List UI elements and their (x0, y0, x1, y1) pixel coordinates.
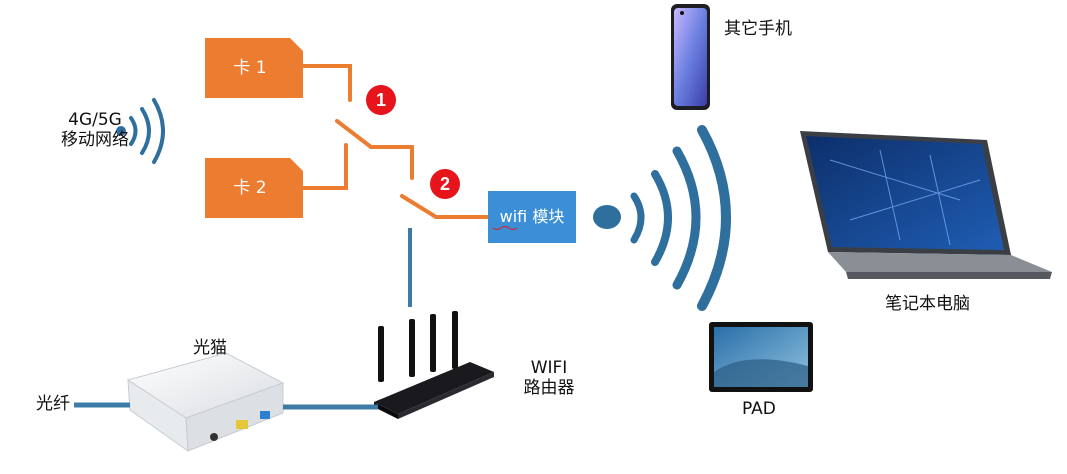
mobile-network-label: 4G/5G 移动网络 (60, 110, 130, 150)
wifi-module-label: wifi 模块 (500, 207, 565, 226)
switch-badge-1: 1 (366, 85, 396, 115)
router-icon (374, 311, 494, 419)
optical-modem-icon (126, 352, 285, 453)
sim-card-2-label: 卡 2 (233, 178, 266, 198)
tablet-icon (709, 322, 813, 392)
router-label: WIFI 路由器 (514, 358, 584, 398)
mobile-signal-icon (116, 98, 165, 164)
sim-card-2: 卡 2 (205, 158, 303, 218)
svg-text:1: 1 (376, 90, 386, 110)
router-label-line1: WIFI (530, 358, 568, 378)
sim-card-1: 卡 1 (205, 38, 303, 98)
optical-fiber-label: 光纤 (36, 394, 70, 414)
switch-badge-2: 2 (430, 169, 460, 199)
smartphone-icon (671, 4, 710, 110)
other-phone-label: 其它手机 (724, 19, 792, 39)
optical-modem-label: 光猫 (193, 338, 227, 358)
laptop-label: 笔记本电脑 (885, 294, 970, 314)
sim-card-1-label: 卡 1 (233, 58, 266, 78)
mobile-network-label-line1: 4G/5G (68, 110, 122, 130)
sim-switch-wiring (301, 64, 490, 219)
wifi-module: wifi 模块 (488, 191, 576, 243)
mobile-network-label-line2: 移动网络 (61, 130, 129, 150)
wifi-signal-icon (593, 125, 731, 311)
laptop-icon (800, 131, 1052, 279)
router-label-line2: 路由器 (523, 378, 575, 398)
pad-label: PAD (742, 399, 776, 419)
svg-text:2: 2 (440, 174, 450, 194)
